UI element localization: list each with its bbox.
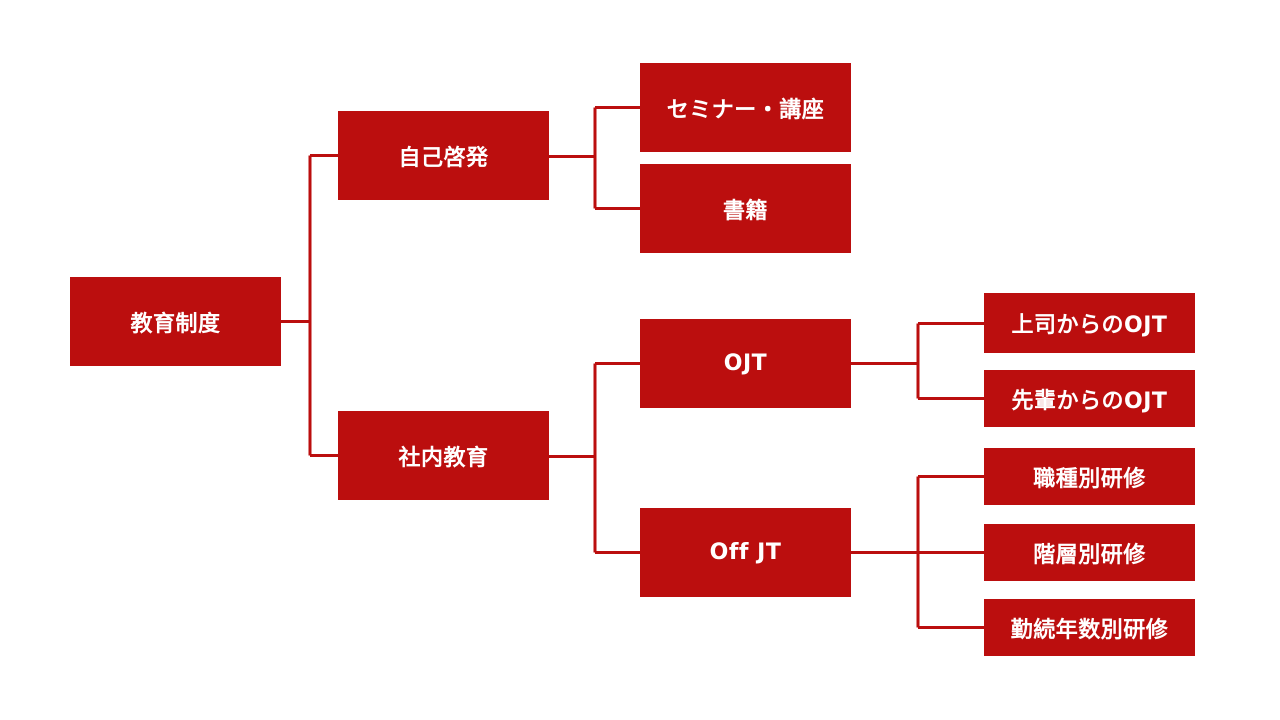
node-job-type-training: 職種別研修	[984, 448, 1195, 505]
node-tier-training: 階層別研修	[984, 524, 1195, 581]
node-label: 職種別研修	[1033, 466, 1146, 492]
node-label: Off JT	[709, 540, 782, 565]
node-label: 上司からのOJT	[1011, 313, 1168, 338]
connector-off-jt	[851, 475, 984, 629]
node-ojt-from-boss: 上司からのOJT	[984, 293, 1195, 353]
node-ojt-from-senior: 先輩からのOJT	[984, 370, 1195, 427]
node-ojt: OJT	[640, 319, 851, 408]
node-off-jt: Off JT	[640, 508, 851, 597]
node-label: 社内教育	[398, 445, 489, 471]
connector-ojt	[851, 322, 984, 400]
node-self-development: 自己啓発	[338, 111, 549, 200]
node-label: 階層別研修	[1033, 542, 1146, 568]
node-tenure-training: 勤続年数別研修	[984, 599, 1195, 656]
node-label: OJT	[723, 351, 768, 376]
connector-self-development	[549, 106, 640, 210]
node-label: セミナー・講座	[666, 97, 825, 123]
node-books: 書籍	[640, 164, 851, 253]
node-label: 書籍	[722, 198, 768, 224]
node-seminar-course: セミナー・講座	[640, 63, 851, 152]
node-label: 勤続年数別研修	[1010, 617, 1169, 643]
node-education-system: 教育制度	[70, 277, 281, 366]
connector-in-house	[549, 362, 640, 554]
node-label: 自己啓発	[398, 145, 489, 171]
node-label: 先輩からのOJT	[1011, 388, 1168, 414]
node-label: 教育制度	[130, 311, 221, 337]
connector-root	[281, 154, 338, 457]
node-in-house-education: 社内教育	[338, 411, 549, 500]
